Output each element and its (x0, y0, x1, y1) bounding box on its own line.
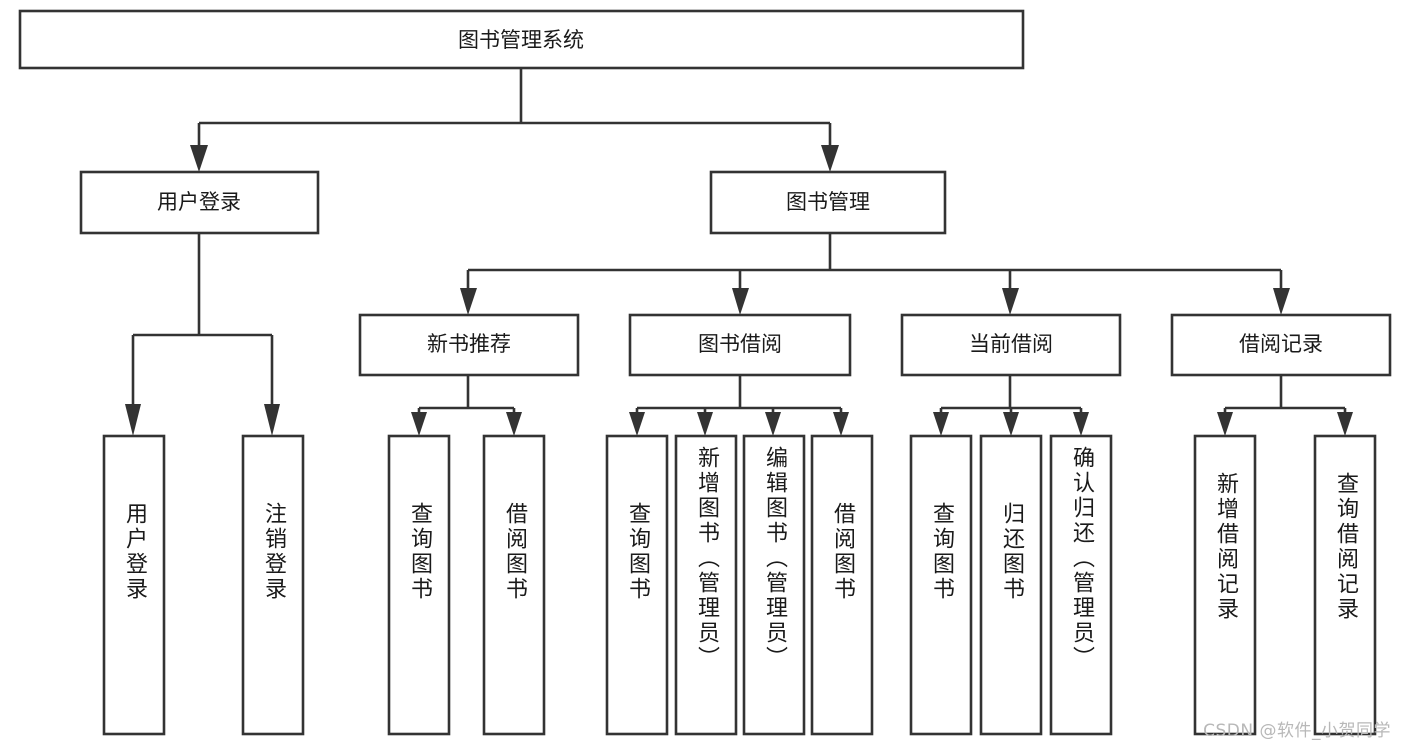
arrow-to-leaf-query-book-2 (629, 412, 645, 436)
node-label-borrow-record: 借阅记录 (1239, 332, 1323, 356)
connector-group-user-login (125, 233, 280, 436)
node-box-leaf-borrow-book-1[interactable] (482, 434, 546, 736)
arrow-to-current-borrow (1002, 288, 1019, 315)
arrow-to-borrow-record (1273, 288, 1290, 315)
arrow-root-to-user-login (190, 145, 208, 172)
connector-group-book-borrow (629, 375, 849, 436)
node-box-new-book-recommend[interactable] (358, 313, 580, 377)
arrow-to-leaf-query-book-1 (411, 412, 427, 436)
connector-group-root (190, 68, 839, 172)
csdn-watermark: CSDN @软件_小贺同学 (1203, 721, 1391, 741)
node-box-leaf-add-record[interactable] (1193, 434, 1257, 736)
arrow-to-leaf-return-book (1003, 412, 1019, 436)
node-box-leaf-confirm-return[interactable] (1049, 434, 1113, 736)
node-box-user-login[interactable] (79, 170, 320, 235)
node-box-leaf-query-book-1[interactable] (387, 434, 451, 736)
node-label-current-borrow: 当前借阅 (969, 332, 1053, 356)
node-box-root[interactable] (18, 9, 1025, 70)
node-box-leaf-add-book[interactable] (674, 434, 738, 736)
arrow-to-leaf-confirm-return (1073, 412, 1089, 436)
arrow-to-book-borrow (732, 288, 749, 315)
node-box-leaf-query-record[interactable] (1313, 434, 1377, 736)
node-box-leaf-logout-login[interactable] (241, 434, 305, 736)
node-box-leaf-borrow-book-2[interactable] (810, 434, 874, 736)
connector-group-book-management (460, 233, 1290, 315)
node-box-book-borrow[interactable] (628, 313, 852, 377)
arrow-to-leaf-add-record (1217, 412, 1233, 436)
node-box-book-management[interactable] (709, 170, 947, 235)
connector-group-borrow-record (1217, 375, 1353, 436)
node-box-leaf-query-book-3[interactable] (909, 434, 973, 736)
arrow-to-new-book-recommend (460, 288, 477, 315)
node-box-leaf-user-login[interactable] (102, 434, 166, 736)
arrow-to-leaf-edit-book (765, 412, 781, 436)
arrow-to-leaf-query-book-3 (933, 412, 949, 436)
node-box-borrow-record[interactable] (1170, 313, 1392, 377)
arrow-to-leaf-query-record (1337, 412, 1353, 436)
node-box-leaf-edit-book[interactable] (742, 434, 806, 736)
arrow-to-leaf-user-login (125, 404, 141, 436)
connector-group-current-borrow (933, 375, 1089, 436)
node-box-current-borrow[interactable] (900, 313, 1122, 377)
connector-group-new-book-recommend (411, 375, 522, 436)
node-label-root: 图书管理系统 (458, 28, 584, 52)
node-label-book-management: 图书管理 (786, 190, 870, 214)
node-label-user-login: 用户登录 (157, 190, 241, 214)
arrow-to-leaf-add-book (697, 412, 713, 436)
arrow-to-leaf-borrow-book-2 (833, 412, 849, 436)
node-label-new-book-recommend: 新书推荐 (427, 332, 511, 356)
arrow-to-leaf-borrow-book-1 (506, 412, 522, 436)
node-label-book-borrow: 图书借阅 (698, 332, 782, 356)
node-box-leaf-return-book[interactable] (979, 434, 1043, 736)
node-box-leaf-query-book-2[interactable] (605, 434, 669, 736)
arrow-root-to-book-management (821, 145, 839, 172)
arrow-to-leaf-logout-login (264, 404, 280, 436)
